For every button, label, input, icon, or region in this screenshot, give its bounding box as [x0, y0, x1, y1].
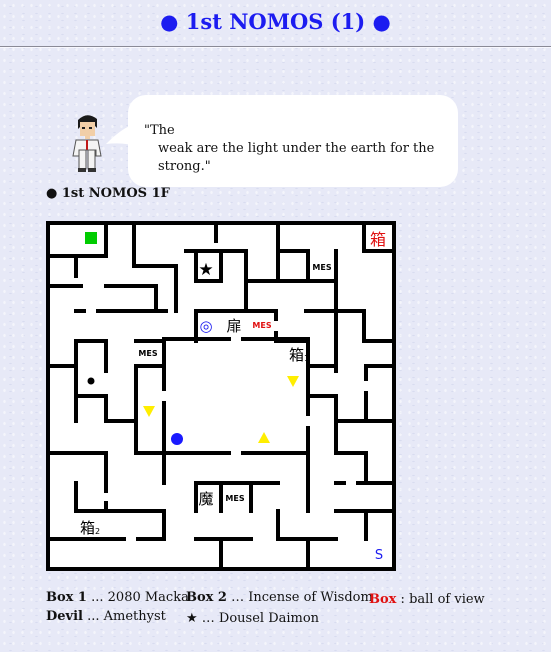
legend-box1: Box 1 ... 2080 Macka	[46, 590, 189, 605]
dot-marker-icon	[87, 377, 95, 385]
speech-line-1: "The	[144, 123, 175, 138]
door-label: 扉	[226, 317, 241, 335]
legend-star-value: … Dousel Daimon	[197, 611, 320, 626]
page-title: ● 1st NOMOS (1) ●	[160, 9, 391, 34]
legend-star-icon: ★	[186, 611, 198, 626]
speech-bubble: "The weak are the light under the earth …	[128, 95, 458, 187]
arrow-up-icon	[258, 432, 270, 443]
legend-box2: Box 2 … Incense of Wisdom	[186, 590, 373, 605]
floor-heading: ● 1st NOMOS 1F	[46, 186, 170, 201]
mes-label-1: MES	[312, 263, 331, 272]
character-avatar-icon	[72, 115, 102, 172]
save-point-icon: S	[375, 548, 383, 563]
legend-devil: Devil ... Amethyst	[46, 609, 166, 624]
box1-label: 箱1	[289, 346, 309, 364]
demon-label: 魔	[198, 490, 213, 508]
legend-box1-label: Box 1	[46, 590, 87, 605]
speech-line-2: weak are the light under the earth for t…	[158, 141, 435, 174]
ring-icon: ◎	[199, 317, 212, 335]
dungeon-map: 箱 ★ MES ◎ 扉 MES MES 箱1 魔 MES 箱2 S	[46, 221, 396, 571]
speech-quote: "The weak are the light under the earth …	[144, 122, 454, 176]
legend-box-red-value: : ball of view	[396, 592, 485, 607]
box-red-label: 箱	[370, 230, 386, 249]
legend-box-red-label: Box	[369, 592, 397, 607]
mes-label-red: MES	[252, 321, 271, 330]
legend-box1-value: ... 2080 Macka	[86, 590, 189, 605]
legend-devil-label: Devil	[46, 609, 83, 624]
mes-label-2: MES	[138, 349, 157, 358]
box2-label: 箱2	[80, 519, 100, 537]
arrow-down-icon	[143, 406, 155, 417]
header-divider	[0, 46, 551, 48]
legend-box2-value: … Incense of Wisdom	[226, 590, 373, 605]
mes-label-3: MES	[225, 494, 244, 503]
legend-box2-label: Box 2	[186, 590, 227, 605]
legend-box-red: Box : ball of view	[369, 592, 485, 607]
legend-star: ★ … Dousel Daimon	[186, 611, 319, 626]
box-red-cell	[366, 227, 390, 249]
arrow-down-icon	[287, 376, 299, 387]
start-marker-icon	[85, 232, 97, 244]
map-door-gaps	[86, 291, 369, 542]
star-icon: ★	[198, 260, 213, 280]
orb-icon	[171, 433, 183, 445]
legend-devil-value: ... Amethyst	[82, 609, 166, 624]
map-walls	[46, 221, 396, 571]
